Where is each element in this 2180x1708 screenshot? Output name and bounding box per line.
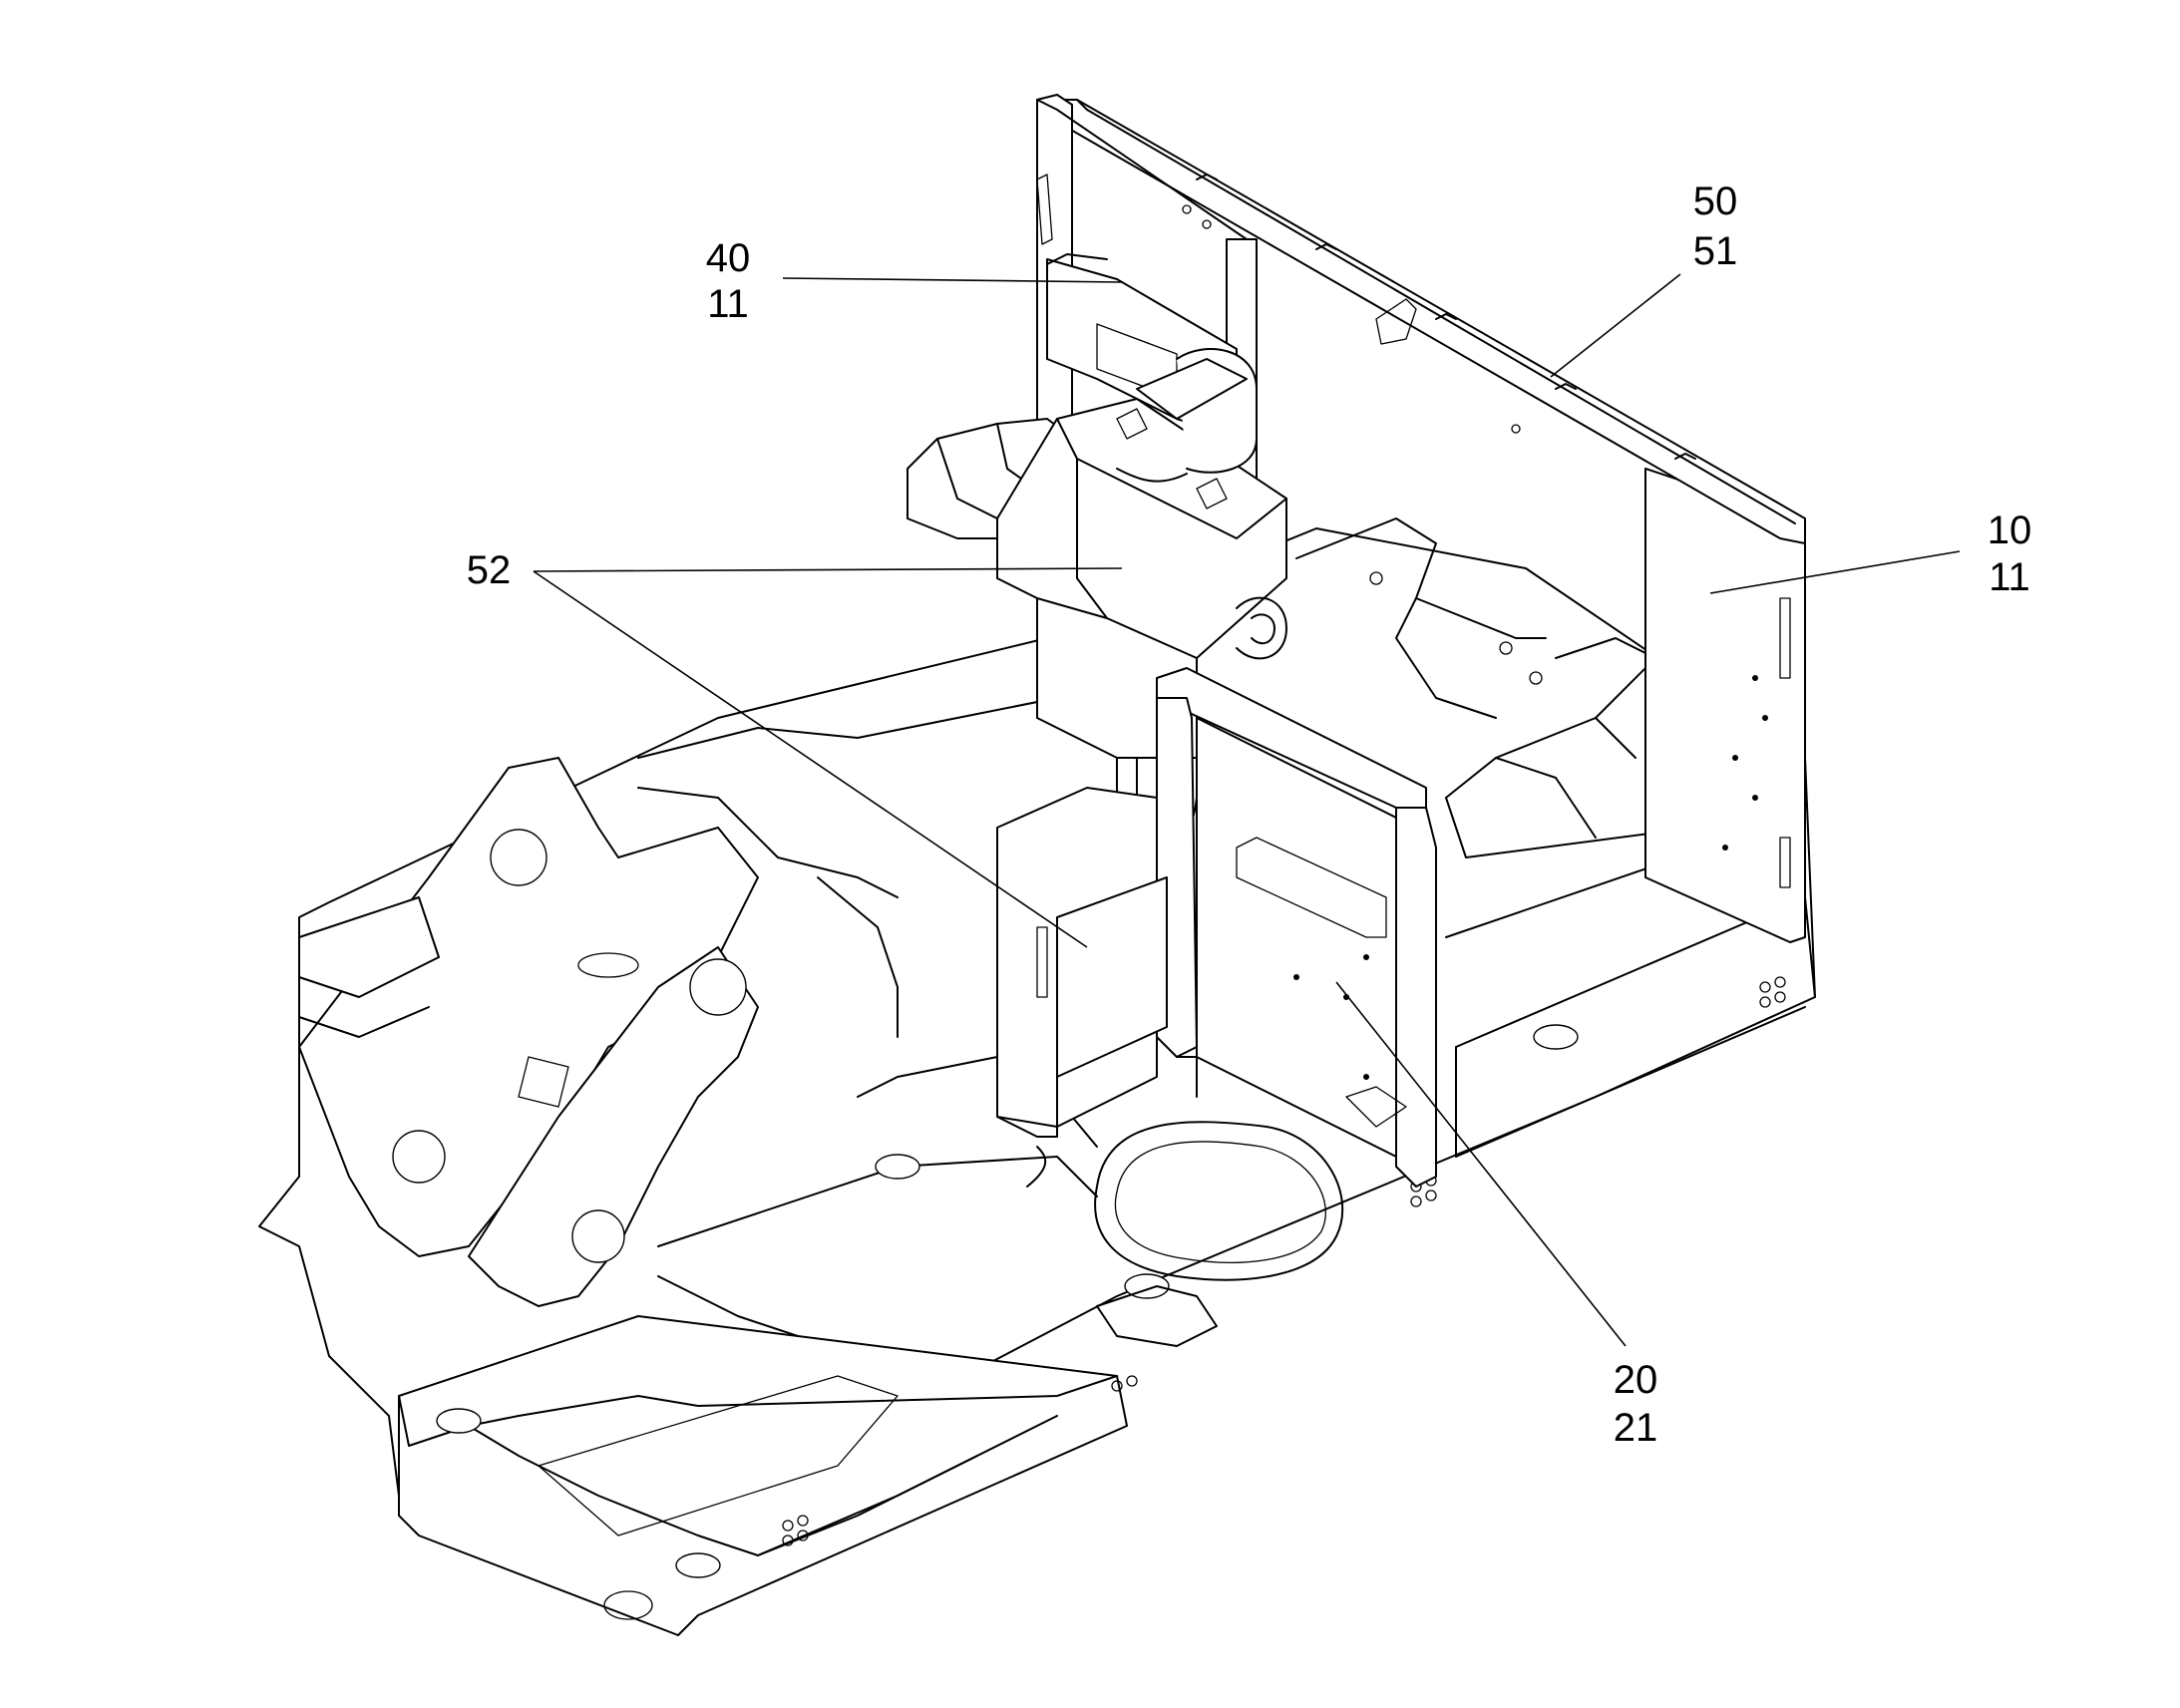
- callout-51: 51: [1693, 229, 1738, 273]
- leader-lines: [533, 273, 1961, 1347]
- leader-20-21: [1335, 981, 1627, 1347]
- callout-21: 21: [1614, 1406, 1658, 1450]
- leader-52-a: [533, 567, 1123, 572]
- callout-11-b: 11: [1989, 555, 2030, 599]
- lower-front-rack: [1156, 667, 1437, 1188]
- callout-52: 52: [467, 548, 512, 592]
- callout-11-a: 11: [707, 282, 749, 326]
- lower-left-sheet: [996, 787, 1198, 1188]
- leader-10-11: [1709, 550, 1961, 594]
- callout-50: 50: [1693, 179, 1738, 223]
- callout-40: 40: [706, 236, 751, 280]
- leader-40-11: [782, 277, 1123, 283]
- right-side-panel: [1644, 468, 1806, 943]
- leader-50-51: [1550, 273, 1681, 378]
- callout-20: 20: [1614, 1358, 1658, 1402]
- callout-labels: 40 11 50 51 52 10 11 20 21: [467, 179, 2032, 1450]
- leader-52-b: [533, 570, 1088, 948]
- callout-10: 10: [1988, 509, 2032, 552]
